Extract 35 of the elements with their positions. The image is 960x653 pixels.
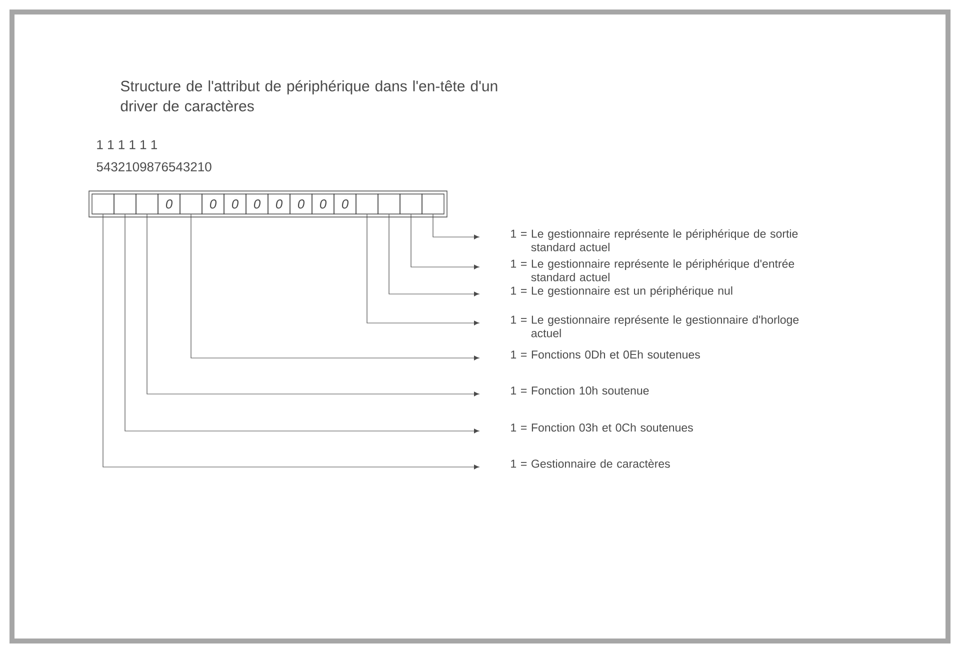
- bit-numbers: 5432109876543210: [96, 162, 212, 172]
- bit-description: 1 = Gestionnaire de caractères: [511, 459, 670, 468]
- bit-cell: [400, 194, 422, 214]
- bit-cell: 0: [290, 194, 312, 214]
- bit-description: 1 = Le gestionnaire représente le périphérique d'entrée standard actuel: [511, 259, 794, 282]
- bit-description: 1 = Fonctions 0Dh et 0Eh soutenues: [511, 350, 700, 359]
- bit-description: 1 = Fonction 10h soutenue: [511, 386, 649, 395]
- bit-cell: [378, 194, 400, 214]
- bit-cell: [356, 194, 378, 214]
- bit-cell: [92, 194, 114, 214]
- bit-description: 1 = Fonction 03h et 0Ch soutenues: [511, 423, 693, 432]
- bit-cell: 0: [268, 194, 290, 214]
- bit-cell: 0: [224, 194, 246, 214]
- bit-description: 1 = Le gestionnaire représente le périphérique de sortie standard actuel: [511, 229, 798, 252]
- leader-arrow: [190, 214, 480, 360]
- bit-numbers: 1 1 1 1 1 1: [97, 140, 157, 150]
- leader-arrow: [146, 214, 480, 396]
- title: Structure de l'attribut de périphérique dans l'en-tête d'un driver de caractères: [120, 80, 498, 112]
- bit-cell: [422, 194, 444, 214]
- bit-cell: 0: [246, 194, 268, 214]
- leader-arrow: [366, 214, 480, 326]
- bit-cell: [136, 194, 158, 214]
- bit-cell: [114, 194, 136, 214]
- leader-arrow: [410, 214, 480, 270]
- bit-cell: 0: [202, 194, 224, 214]
- leader-arrow: [388, 214, 480, 296]
- bit-description: 1 = Le gestionnaire représente le gestionnaire d'horloge actuel: [511, 315, 799, 338]
- bit-cell: [180, 194, 202, 214]
- bit-cell: 0: [158, 194, 180, 214]
- leader-arrow: [102, 214, 480, 470]
- bit-cell: 0: [334, 194, 356, 214]
- leader-arrow: [432, 214, 480, 240]
- leader-arrow: [124, 214, 480, 434]
- bit-cell: 0: [312, 194, 334, 214]
- bit-description: 1 = Le gestionnaire est un périphérique nul: [511, 286, 732, 298]
